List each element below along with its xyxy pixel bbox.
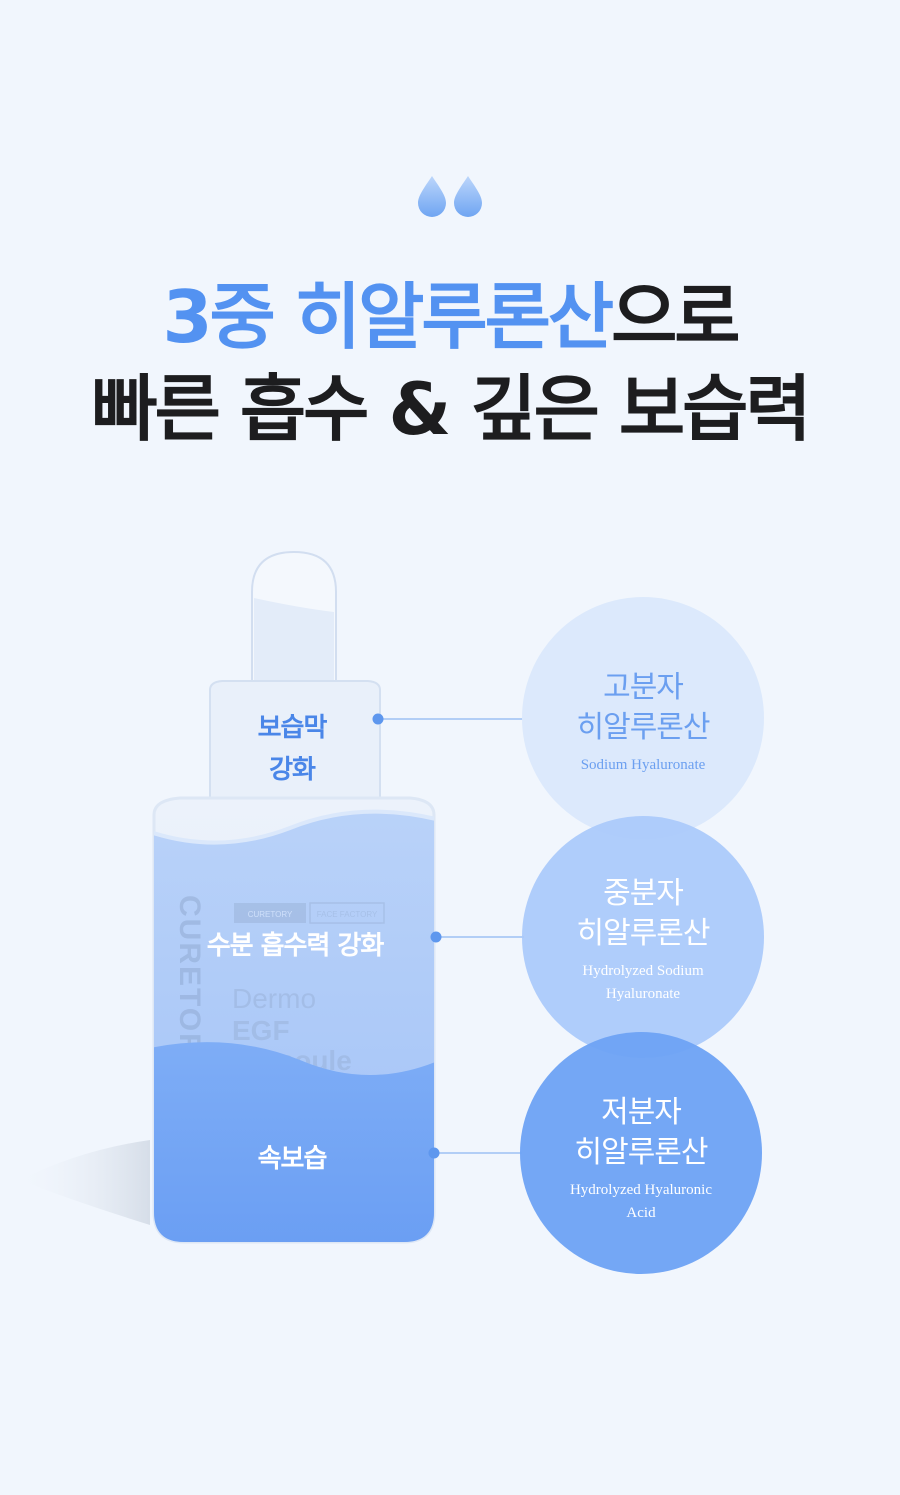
print-tag-2 bbox=[309, 902, 385, 924]
dropper-bulb-liquid bbox=[254, 598, 334, 690]
ingredient-english: Hydrolyzed Hyaluronic Acid bbox=[521, 1179, 761, 1225]
ingredient-name-line-2: 히알루론산 bbox=[576, 916, 711, 951]
ingredient-low: 저분자 히알루론산 Hydrolyzed Hyaluronic Acid bbox=[521, 1093, 761, 1225]
label-membrane-line-1: 보습막 bbox=[257, 713, 328, 743]
bottle-shadow bbox=[20, 1140, 150, 1225]
product-name-line-1: Dermo bbox=[232, 983, 316, 1014]
print-tag-1 bbox=[234, 903, 306, 923]
label-deep-moisture: 속보습 bbox=[257, 1144, 328, 1174]
ingredient-name-line-1: 저분자 bbox=[601, 1095, 682, 1130]
headline-line-1: 3중 히알루론산으로 bbox=[0, 258, 900, 363]
ingredient-english-line-1: Sodium Hyaluronate bbox=[580, 757, 706, 773]
ingredient-name-line-2: 히알루론산 bbox=[576, 710, 711, 745]
circle-mid-molecular bbox=[522, 816, 764, 1058]
product-name-line-2: EGF bbox=[232, 1015, 290, 1046]
circle-high-molecular bbox=[522, 597, 764, 839]
headline-line-1-rest: 으로 bbox=[611, 275, 740, 359]
ingredient-name-line-1: 중분자 bbox=[603, 876, 684, 911]
headline-accent: 3중 히알루론산 bbox=[162, 275, 614, 359]
water-drop-icon bbox=[454, 176, 482, 217]
label-membrane: 보습막 강화 bbox=[222, 707, 362, 791]
ingredient-name-line-1: 고분자 bbox=[603, 670, 684, 705]
connector-dot-low bbox=[428, 1147, 440, 1159]
connector-dot-mid bbox=[430, 931, 442, 943]
water-drop-icons bbox=[418, 176, 482, 217]
connector-dot-high bbox=[372, 713, 384, 725]
dropper-collar bbox=[209, 680, 381, 811]
ingredient-english: Sodium Hyaluronate bbox=[523, 754, 763, 777]
circle-low-molecular bbox=[520, 1032, 762, 1274]
ingredient-high: 고분자 히알루론산 Sodium Hyaluronate bbox=[523, 668, 763, 777]
low-liquid-layer bbox=[154, 1042, 434, 1242]
liquid-surface-highlight bbox=[154, 809, 434, 845]
print-tag-2-text: FACE FACTORY bbox=[317, 910, 378, 919]
ingredient-english-line-2: Hyaluronate bbox=[605, 986, 681, 1002]
water-drop-icon bbox=[418, 176, 446, 217]
ingredient-english: Hydrolyzed Sodium Hyaluronate bbox=[523, 960, 763, 1006]
hyaluronic-layers-illustration: CURETORY CURETORY FACE FACTORY Dermo EGF… bbox=[20, 550, 764, 1274]
headline-line-2: 빠른 흡수 & 깊은 보습력 bbox=[91, 367, 811, 451]
ingredient-name-line-2: 히알루론산 bbox=[574, 1135, 709, 1170]
print-tag-1-text: CURETORY bbox=[248, 910, 293, 919]
label-membrane-line-2: 강화 bbox=[269, 755, 316, 785]
label-absorption: 수분 흡수력 강화 bbox=[206, 931, 385, 961]
ingredient-english-line-1: Hydrolyzed Sodium bbox=[582, 963, 704, 979]
ingredient-mid: 중분자 히알루론산 Hydrolyzed Sodium Hyaluronate bbox=[523, 874, 763, 1006]
ingredient-english-line-1: Hydrolyzed Hyaluronic bbox=[569, 1182, 713, 1198]
ingredient-english-line-2: Acid bbox=[626, 1205, 656, 1221]
